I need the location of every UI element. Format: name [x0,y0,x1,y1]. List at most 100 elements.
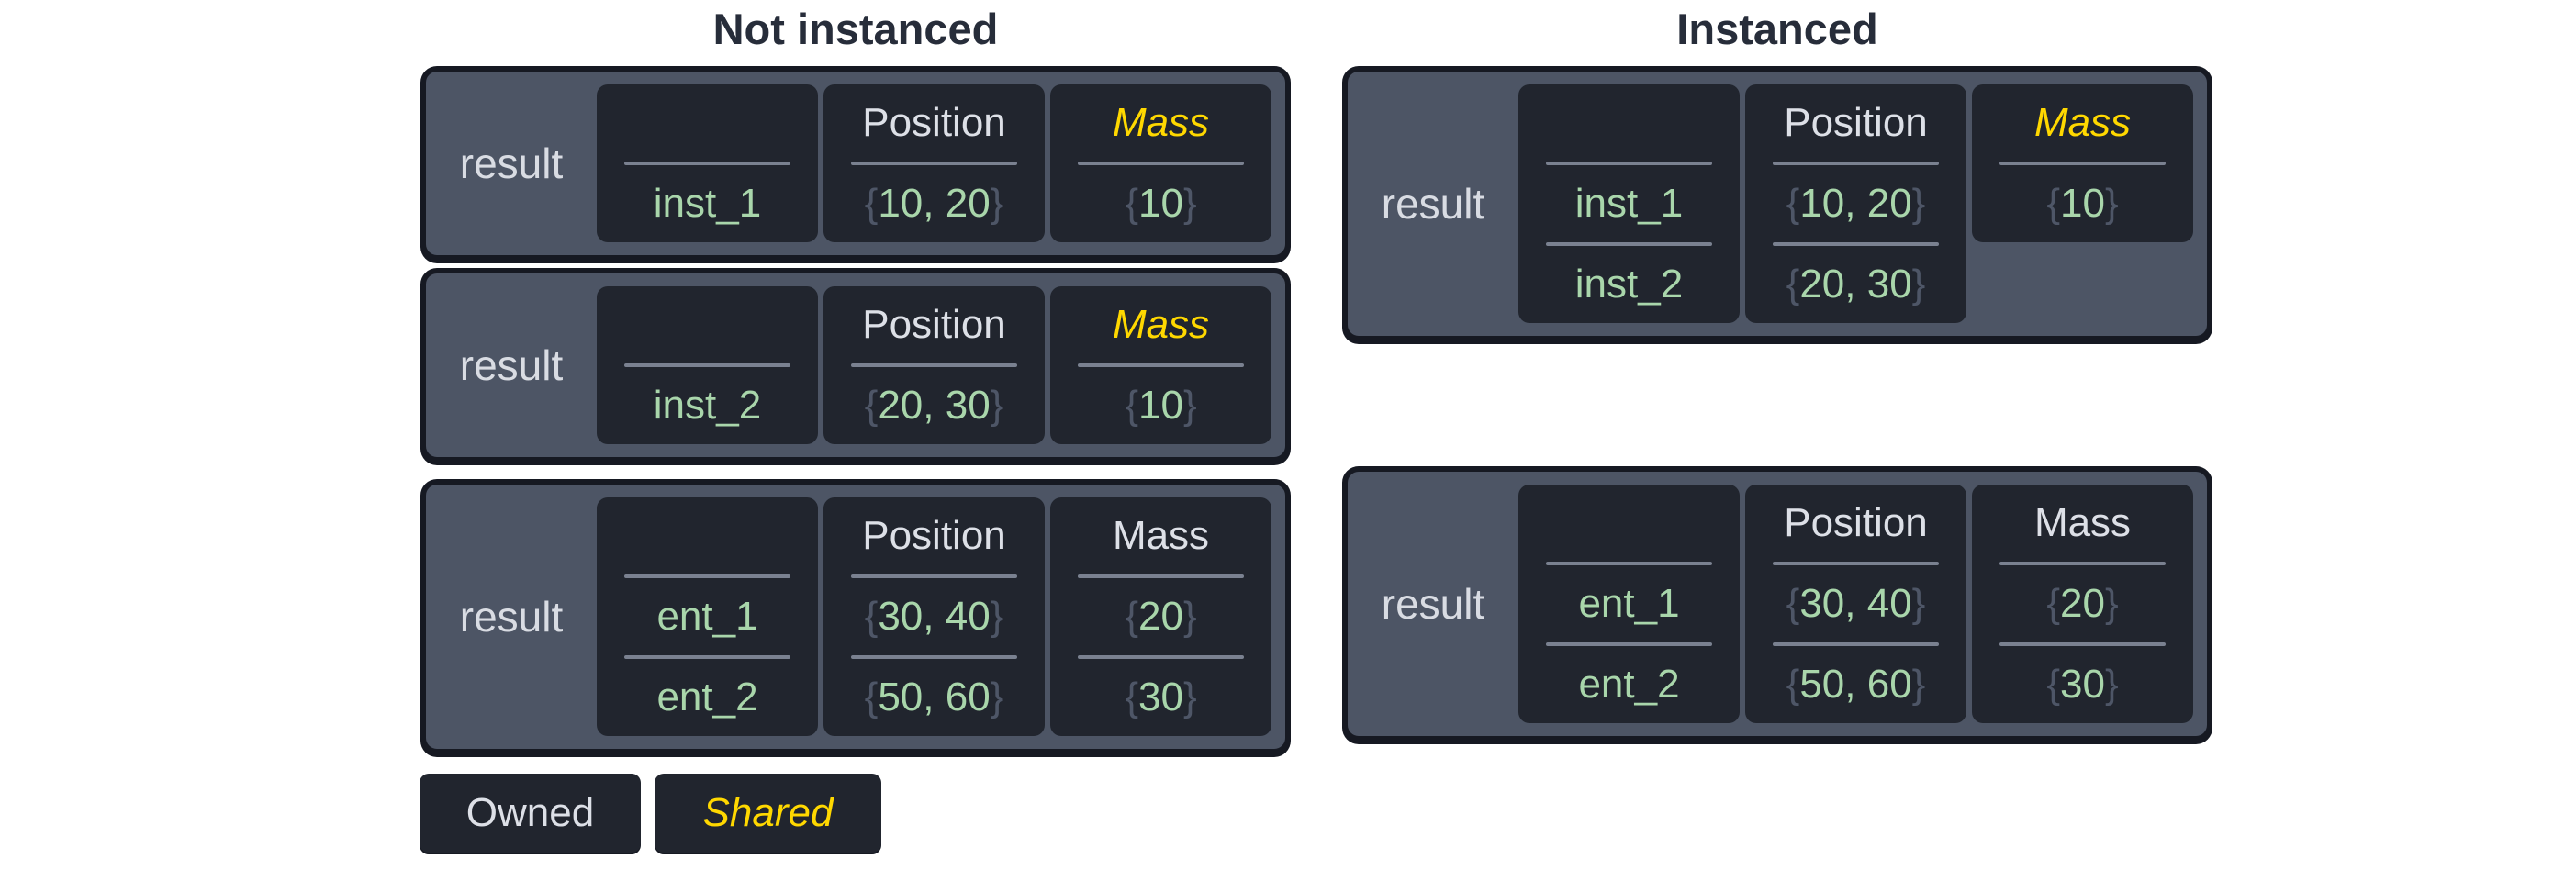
group-title-not-instanced: Not instanced [712,5,999,53]
value-number: 10 [1138,383,1183,428]
cell-divider [624,363,790,367]
value-number: 50, 60 [1799,662,1912,707]
cell-divider [851,574,1017,578]
cell-divider [851,655,1017,659]
position-cell: Position {30, 40} {50, 60} [1745,485,1966,723]
cell-header [1518,84,1740,162]
brace-close: } [990,181,1004,226]
brace-open: { [864,675,879,719]
cells: inst_1 Position {10, 20} Mass {10} [597,84,1271,242]
cells: inst_2 Position {20, 30} Mass {10} [597,286,1271,444]
entity-cell: inst_2 [597,286,818,444]
cells: inst_1 inst_2 Position {10, 20} {20, 30}… [1518,84,2193,323]
entity-name: inst_1 [653,181,762,226]
cell-header: Mass [2033,500,2132,545]
cell-header: Mass [1112,513,1210,558]
cell-header [597,497,818,574]
cell-header: Position [862,100,1006,145]
cell-divider [1773,562,1939,565]
cells: ent_1 ent_2 Position {30, 40} {50, 60} M… [597,497,1271,736]
component-value: {20} [1972,565,2193,642]
cell-header-shared: Mass [1112,302,1210,347]
brace-close: } [1182,594,1197,639]
component-value: {10, 20} [823,165,1045,242]
cell-header: Position [862,513,1006,558]
brace-open: { [1786,262,1800,307]
cell-divider [1078,363,1244,367]
entity-name: ent_2 [656,675,758,719]
brace-close: } [2104,662,2119,707]
value-number: 30 [1138,675,1183,719]
legend-shared: Shared [655,774,881,853]
value-number: 20 [1138,594,1183,639]
legend-owned: Owned [420,774,641,853]
component-value: {20, 30} [1745,246,1966,323]
brace-open: { [864,383,879,428]
entity-cell: inst_1 inst_2 [1518,84,1740,323]
cell-divider [624,162,790,165]
brace-open: { [2046,662,2061,707]
cell-divider [1999,562,2166,565]
cell-divider [1546,562,1712,565]
result-table: result ent_1 ent_2 Position {30, 40} {50… [1342,466,2212,742]
result-label: result [459,341,564,389]
cell-divider [624,574,790,578]
cell-header [1518,485,1740,562]
brace-close: } [1182,675,1197,719]
brace-close: } [1911,262,1926,307]
value-number: 10, 20 [1799,181,1912,226]
value-number: 20, 30 [878,383,991,428]
mass-cell: Mass {20} {30} [1972,485,2193,723]
component-value: {50, 60} [1745,646,1966,723]
brace-open: { [2046,181,2061,226]
mass-cell: Mass {10} [1050,84,1271,242]
result-label: result [1381,180,1485,228]
component-value: {20, 30} [823,367,1045,444]
component-value: {30, 40} [1745,565,1966,642]
brace-open: { [1786,662,1800,707]
brace-open: { [864,594,879,639]
result-label: result [459,593,564,641]
mass-cell: Mass {10} [1050,286,1271,444]
component-value: {10} [1050,165,1271,242]
cell-header-shared: Mass [1112,100,1210,145]
value-number: 10, 20 [878,181,991,226]
cell-divider [1773,642,1939,646]
component-value: {30} [1050,659,1271,736]
brace-open: { [864,181,879,226]
cell-header-shared: Mass [2033,100,2132,145]
brace-close: } [990,594,1004,639]
result-table: result inst_1 Position {10, 20} Mass {10… [420,66,1291,261]
value-number: 20, 30 [1799,262,1912,307]
component-value: {20} [1050,578,1271,655]
brace-open: { [1786,181,1800,226]
brace-close: } [1911,581,1926,626]
cell-header [597,286,818,363]
mass-cell-shared-single: Mass {10} [1972,84,2193,242]
value-number: 10 [2060,181,2105,226]
value-number: 30, 40 [1799,581,1912,626]
cell-divider [1546,242,1712,246]
result-table: result inst_1 inst_2 Position {10, 20} {… [1342,66,2212,341]
entity-cell: ent_1 ent_2 [1518,485,1740,723]
group-title-instanced: Instanced [1676,5,1878,53]
cell-divider [1078,162,1244,165]
brace-open: { [1125,383,1139,428]
cell-divider [1078,574,1244,578]
brace-close: } [2104,581,2119,626]
mass-cell: Mass {20} {30} [1050,497,1271,736]
brace-open: { [1125,594,1139,639]
legend: Owned Shared [420,774,881,853]
value-number: 20 [2060,581,2105,626]
cell-header: Position [862,302,1006,347]
cell-divider [851,363,1017,367]
cell-header [597,84,818,162]
entity-name: inst_1 [1574,181,1684,226]
cell-divider [1773,162,1939,165]
brace-close: } [990,675,1004,719]
cell-header: Position [1784,100,1928,145]
component-value: {30, 40} [823,578,1045,655]
brace-close: } [990,383,1004,428]
brace-close: } [1911,662,1926,707]
component-value: {30} [1972,646,2193,723]
